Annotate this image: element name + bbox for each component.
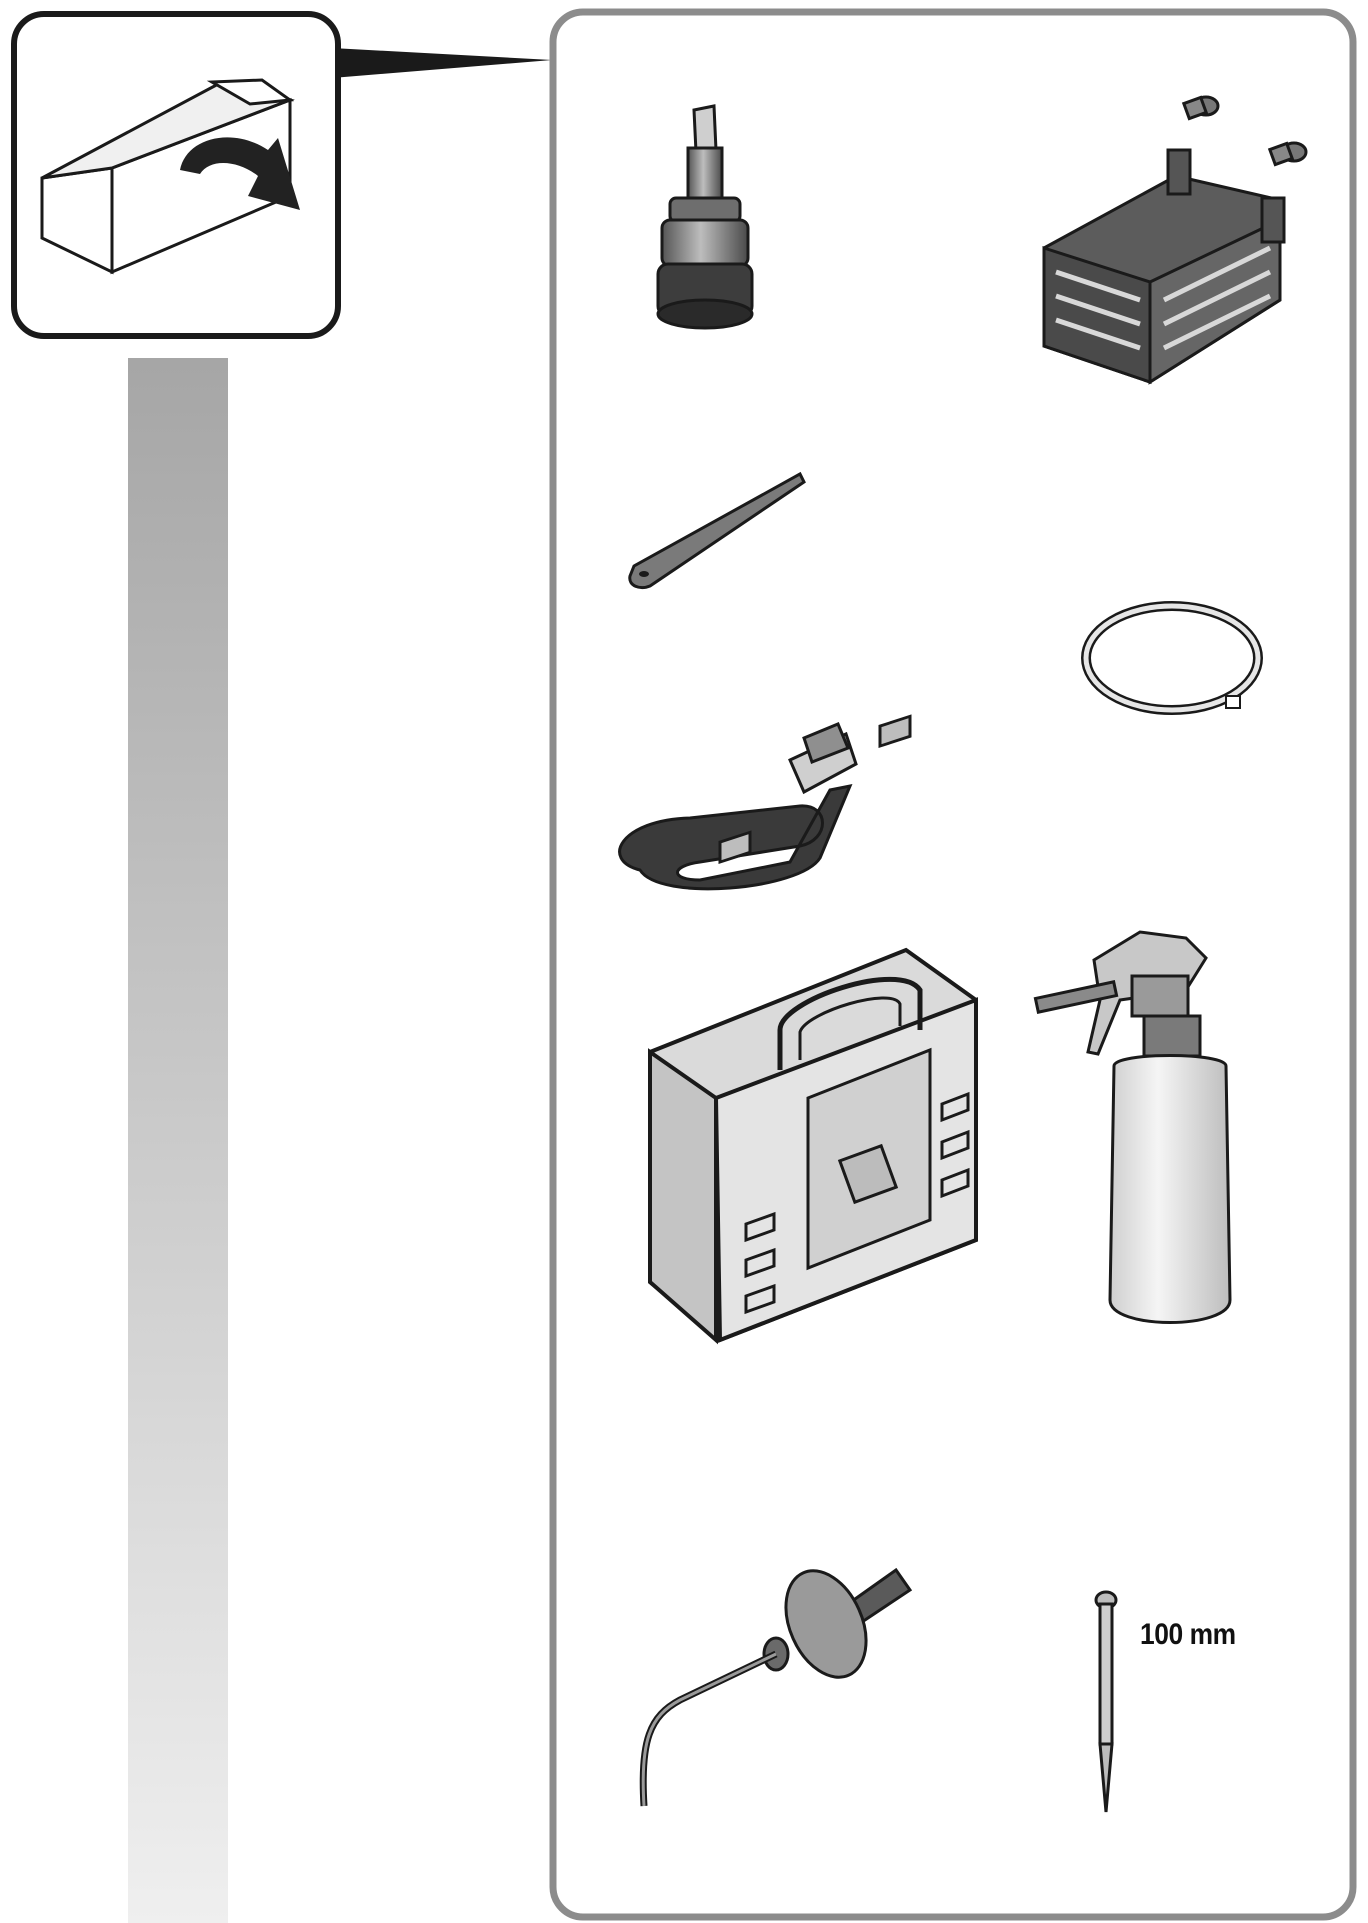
seal-ring-icon xyxy=(1081,601,1263,715)
open-box-arrow-icon xyxy=(11,11,341,339)
ejector-pin-length-label: 100 mm xyxy=(1140,1618,1236,1651)
callout-connector xyxy=(332,48,552,78)
chip-hook-icon xyxy=(639,1567,913,1807)
coolant-spray-bottle-icon xyxy=(1033,930,1232,1324)
screw-icon xyxy=(1267,141,1308,167)
safety-strap-icon xyxy=(618,722,858,891)
buckle-icon xyxy=(788,722,858,795)
progress-bar xyxy=(128,358,228,1923)
ejector-pin-icon xyxy=(1094,1590,1118,1813)
contents-frame xyxy=(549,8,1357,1921)
carrying-case-icon xyxy=(648,714,978,1345)
chip-guard-with-screws-icon xyxy=(1042,95,1308,385)
ejector-wrench-icon xyxy=(628,471,806,590)
core-drill-arbor-icon xyxy=(656,104,754,330)
screw-icon xyxy=(1181,95,1220,121)
